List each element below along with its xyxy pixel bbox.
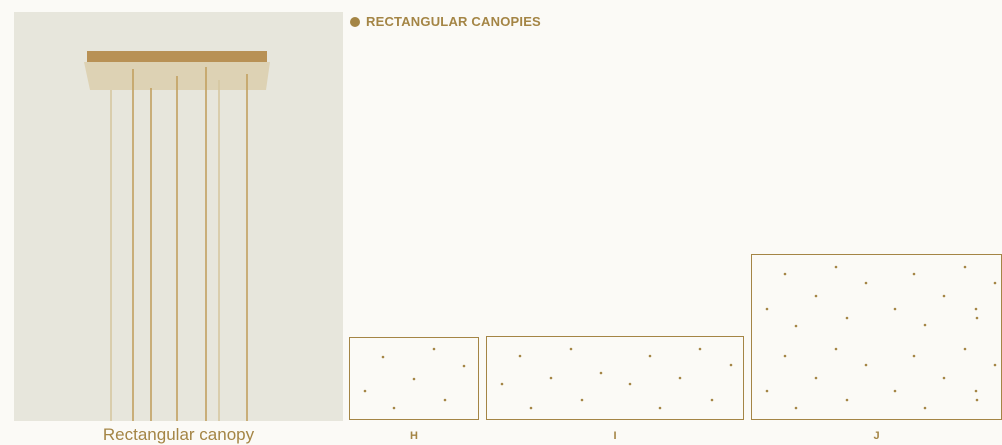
canopy-diagram-i bbox=[486, 336, 744, 420]
canopy-h-holes bbox=[363, 347, 466, 410]
rectangular-canopy-illustration bbox=[84, 51, 270, 421]
photo-caption: Rectangular canopy bbox=[102, 425, 255, 444]
canopy-j-holes bbox=[765, 265, 997, 410]
canopy-diagram-h bbox=[349, 337, 479, 420]
bullet-icon bbox=[350, 16, 360, 27]
canopy-diagram-j bbox=[751, 254, 1002, 420]
canopy-label-h: H bbox=[410, 430, 418, 442]
canopy-label-i: I bbox=[613, 430, 617, 442]
canopy-label-j: J bbox=[873, 430, 880, 442]
suspension-rods bbox=[110, 67, 248, 421]
canopy-top bbox=[87, 51, 267, 63]
section-title: RECTANGULAR CANOPIES bbox=[366, 14, 541, 29]
canopy-i-holes bbox=[500, 347, 733, 410]
product-photo bbox=[14, 12, 343, 421]
section-heading: RECTANGULAR CANOPIES bbox=[350, 14, 541, 29]
